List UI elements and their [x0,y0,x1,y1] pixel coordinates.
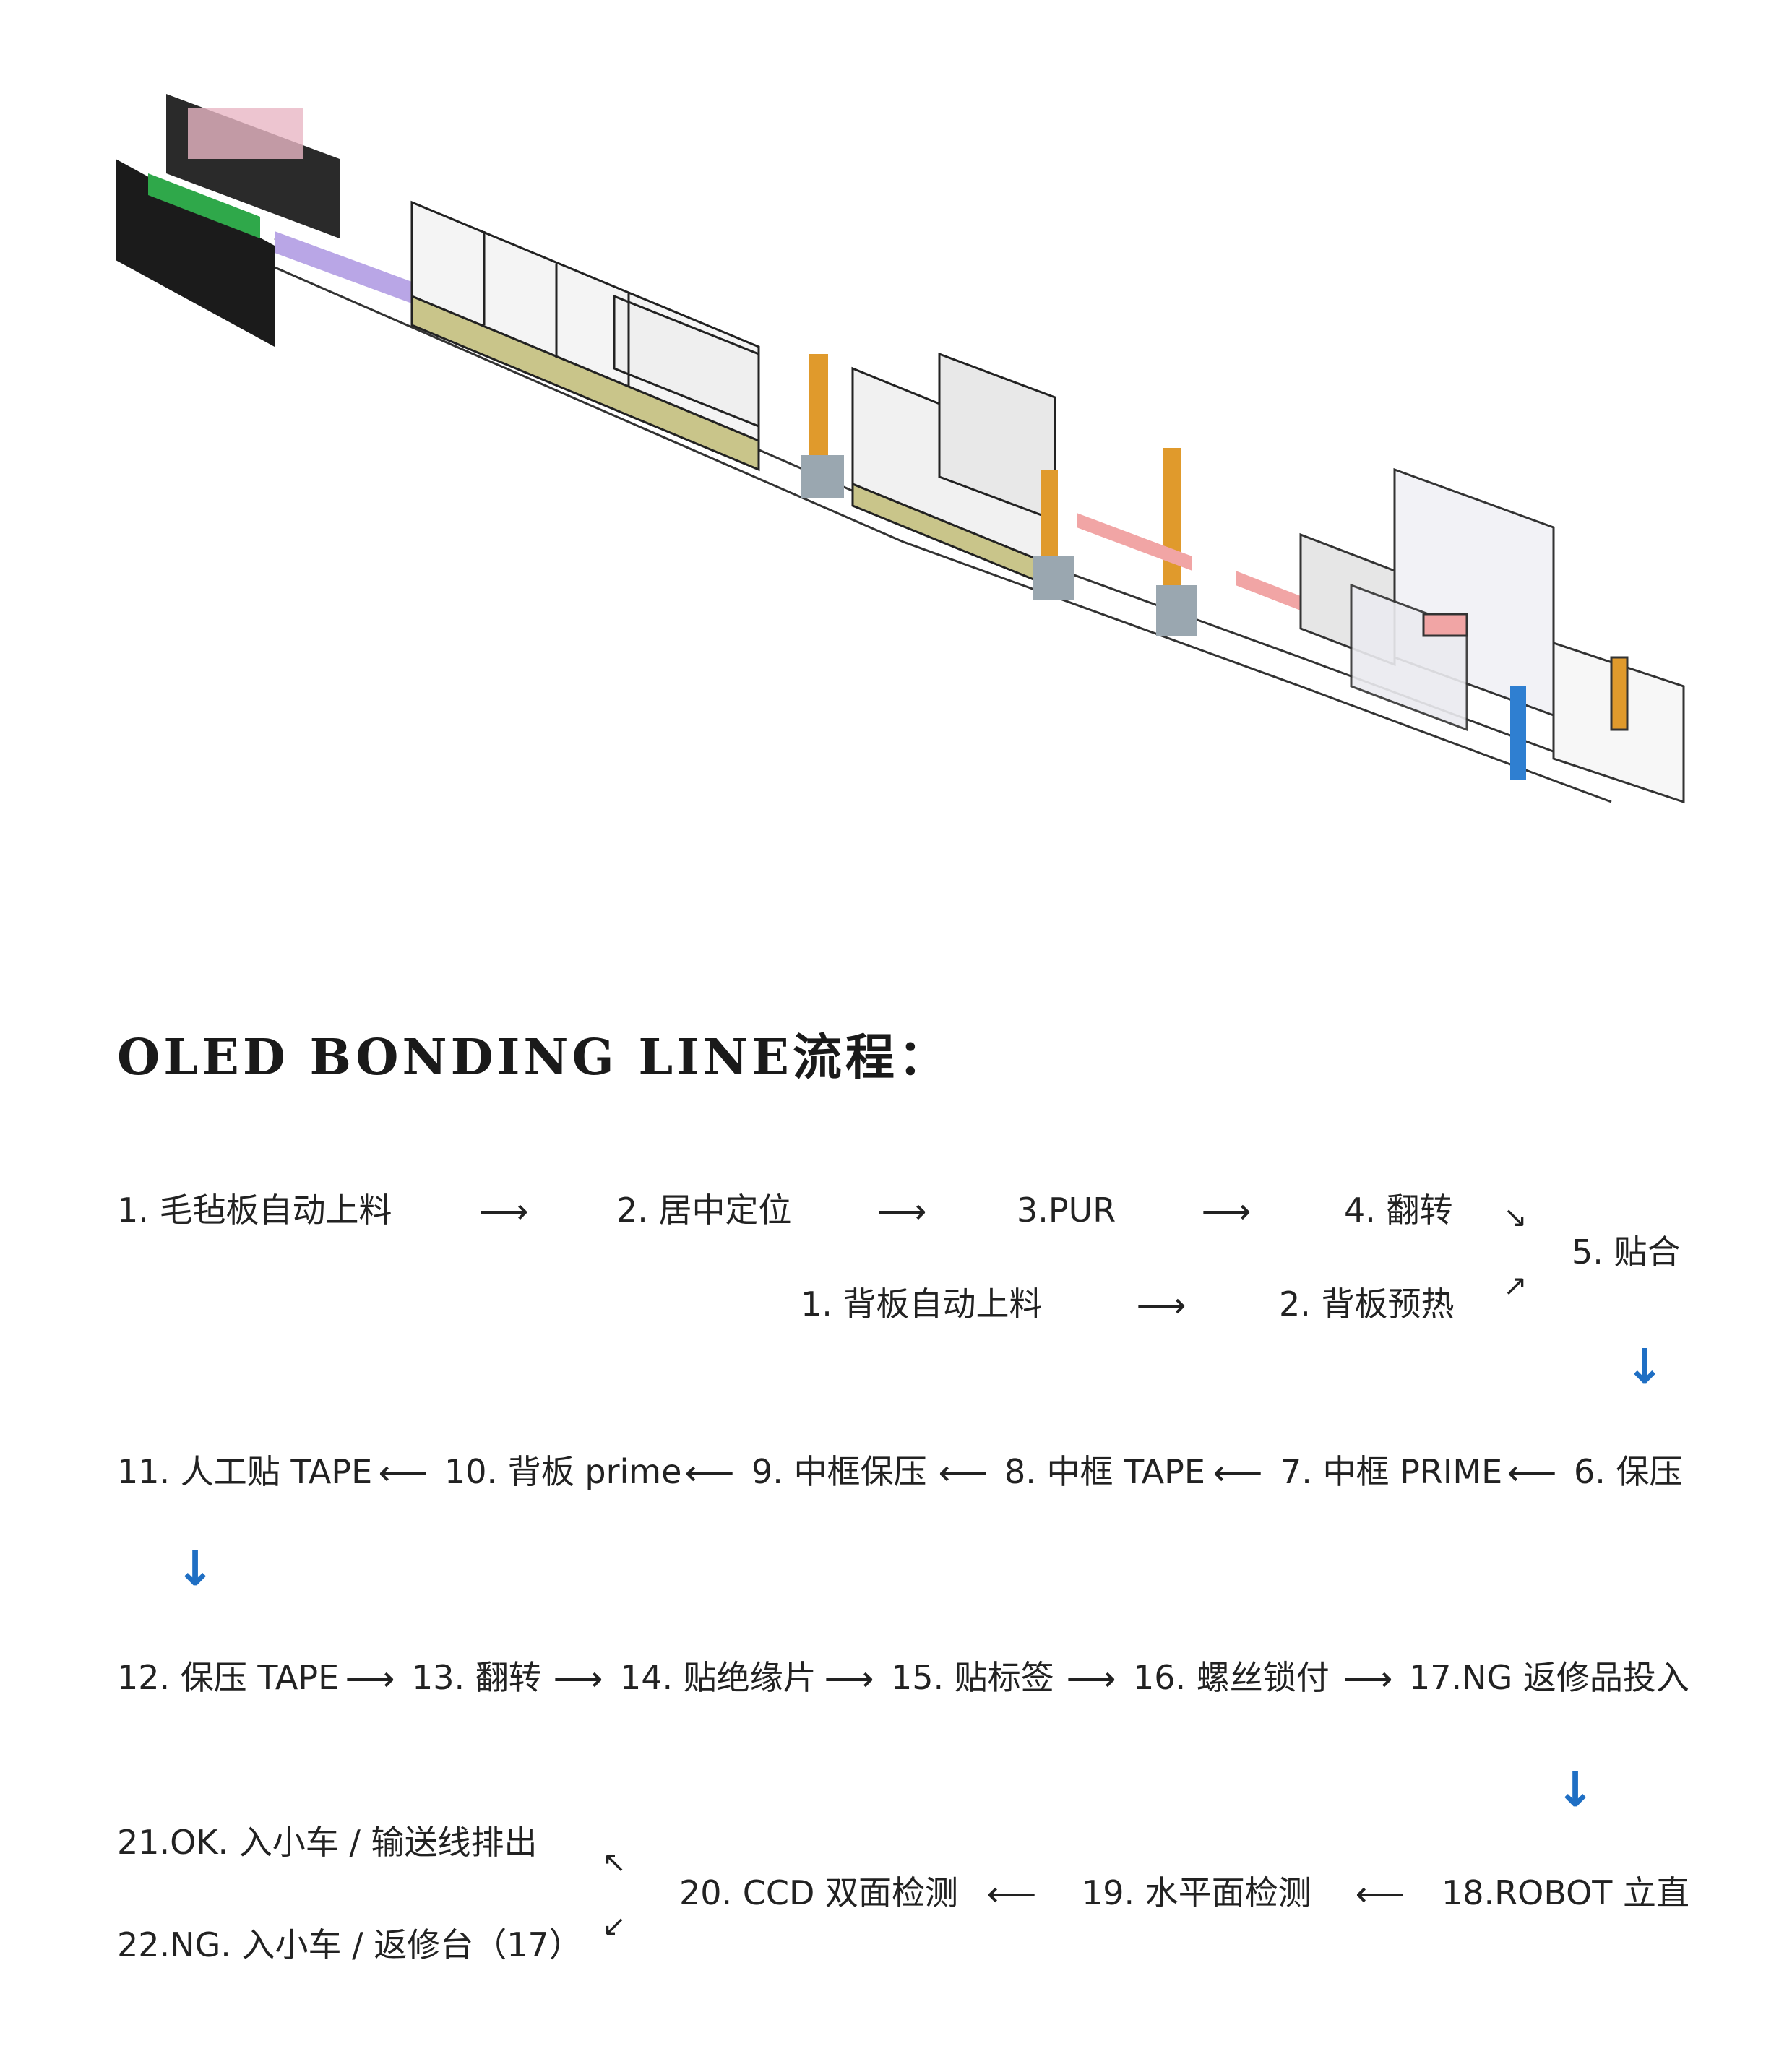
robot-arm-1 [801,354,844,498]
flow-arrow-down: ↓ [1624,1339,1665,1394]
arrow-right: ⟶ [1343,1659,1393,1699]
arrow-down-left: ↙ [602,1909,626,1943]
step-frame-tape: 8. 中框 TAPE [1004,1452,1205,1491]
step-screw-lock: 16. 螺丝锁付 [1133,1658,1330,1697]
arrow-right: ⟶ [824,1659,874,1699]
arrow-right: ⟶ [1136,1285,1186,1326]
step-robot-upright: 18.ROBOT 立直 [1442,1873,1690,1912]
step-backplate-load: 1. 背板自动上料 [801,1285,1043,1324]
arrow-down-right: ↘ [1503,1201,1528,1234]
step-ccd-inspect: 20. CCD 双面检测 [679,1873,959,1912]
arrow-right: ⟶ [478,1191,529,1232]
step-backplate-preheat: 2. 背板预热 [1279,1285,1455,1324]
step-center-position: 2. 居中定位 [616,1191,792,1230]
arrow-right: ⟶ [345,1659,395,1699]
step-frame-prime: 7. 中框 PRIME [1280,1452,1503,1491]
arrow-left: ⟵ [938,1453,988,1493]
step-ng-rework-input: 17.NG 返修品投入 [1409,1658,1689,1697]
arrow-left: ⟵ [1212,1453,1263,1493]
inspection-cell [1299,467,1555,732]
step-press-tape: 12. 保压 TAPE [117,1658,340,1697]
step-ng-out: 22.NG. 入小车 / 返修台（17） [117,1925,582,1964]
arrow-left: ⟵ [684,1453,735,1493]
step-frame-press: 9. 中框保压 [751,1452,927,1491]
arrow-up-right: ↗ [1503,1269,1528,1303]
felt-loading-cell [116,94,340,347]
step-bond: 5. 贴合 [1572,1233,1681,1272]
arrow-left: ⟵ [986,1874,1037,1915]
arrow-left: ⟵ [1507,1453,1557,1493]
step-pur: 3.PUR [1017,1191,1116,1230]
robot-arm-2 [1033,470,1074,600]
bonding-station [851,352,1056,587]
arrow-up-left: ↖ [602,1846,626,1879]
step-insulation-sheet: 14. 贴绝缘片 [620,1658,817,1697]
step-label: 15. 贴标签 [891,1658,1054,1697]
output-cell [1552,641,1685,804]
pink-conveyor-2 [1236,571,1301,610]
pink-conveyor-1 [1077,513,1192,571]
robot-arm-3 [1156,448,1197,636]
step-flip-2: 13. 翻转 [412,1658,542,1697]
purple-conveyor-section [275,231,412,303]
flow-arrow-down: ↓ [1555,1762,1595,1818]
step-press-1: 6. 保压 [1574,1452,1683,1491]
arrow-left: ⟵ [378,1453,428,1493]
arrow-left: ⟵ [1355,1874,1405,1915]
arrow-right: ⟶ [553,1659,603,1699]
oled-bonding-line-illustration [116,94,1685,804]
arrow-right: ⟶ [1066,1659,1116,1699]
page-title: OLED BONDING LINE流程： [117,1029,951,1087]
step-felt-load: 1. 毛毡板自动上料 [117,1191,392,1230]
step-backplate-prime: 10. 背板 prime [444,1452,682,1491]
arrow-right: ⟶ [876,1191,927,1232]
pur-frame-station [410,200,760,472]
step-manual-tape: 11. 人工贴 TAPE [117,1452,373,1491]
robot-arm-4 [1510,686,1526,780]
step-ok-out: 21.OK. 入小车 / 输送线排出 [117,1823,538,1862]
step-flip-1: 4. 翻转 [1344,1191,1453,1230]
flow-arrow-down: ↓ [175,1541,215,1597]
arrow-right: ⟶ [1201,1191,1252,1232]
step-level-inspect: 19. 水平面检测 [1082,1873,1311,1912]
